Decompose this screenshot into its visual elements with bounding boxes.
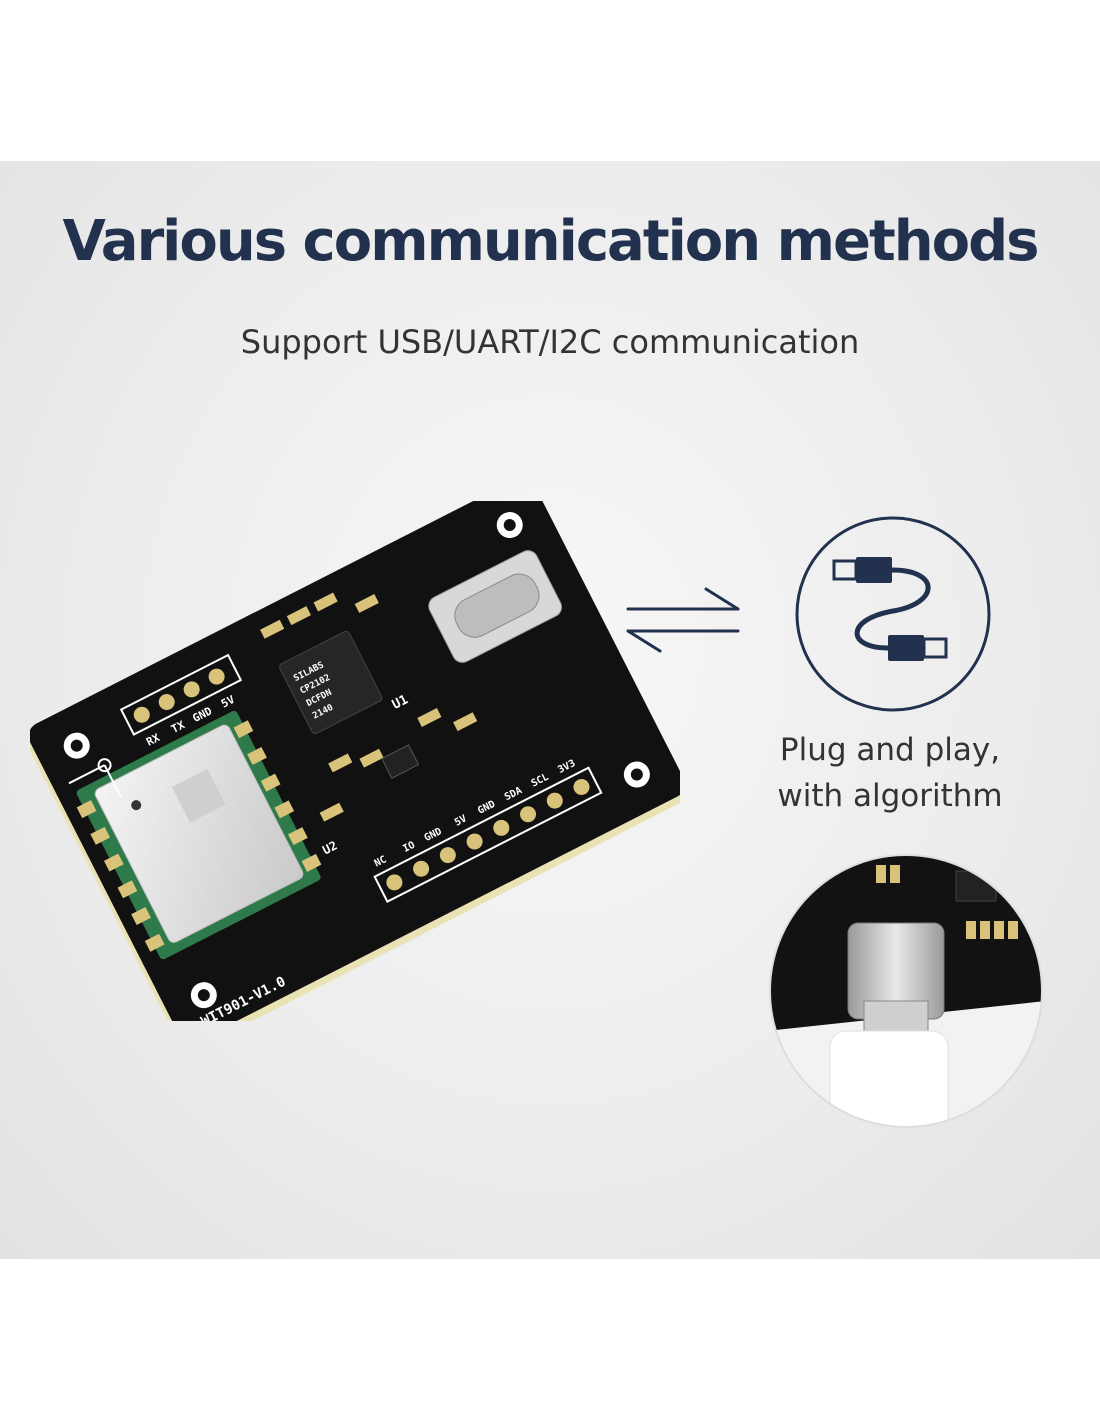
pcb-body (30, 501, 680, 1021)
pin-label: 5V (219, 693, 237, 711)
pcb-board-image: SILABS CP2102 DCFDN 2140 U1 (30, 501, 680, 1021)
usb-cable-icon (795, 516, 991, 712)
smd-components (260, 592, 478, 822)
usb-c-port (454, 573, 540, 638)
chip-ref-label: U1 (390, 692, 411, 713)
module-shield (94, 724, 304, 943)
pin-label: IO (401, 840, 417, 855)
module-dot (131, 800, 142, 811)
pin-label: RX (144, 731, 162, 749)
pin-label: TX (169, 718, 187, 736)
module-ref-label: U2 (320, 838, 339, 857)
feature-caption: Plug and play, with algorithm (760, 727, 1020, 819)
header-bottom-pins (373, 766, 603, 903)
axis-glyph (68, 758, 122, 798)
swap-arrows-icon (626, 587, 740, 653)
module-pads (76, 720, 322, 952)
pin-label: 5V (453, 813, 469, 828)
content-panel: Various communication methods Support US… (0, 161, 1100, 1259)
module-qr (171, 768, 226, 823)
mounting-holes (63, 512, 650, 1009)
caption-line-2: with algorithm (777, 778, 1003, 814)
caption-line-1: Plug and play, (779, 732, 1001, 768)
page-subtitle: Support USB/UART/I2C communication (240, 323, 860, 361)
usb-c-closeup-photo (769, 854, 1043, 1128)
small-ic (381, 744, 420, 779)
header-top-pins (119, 653, 243, 736)
page-title: Various communication methods (62, 209, 1040, 274)
usb-bridge-chip (279, 630, 383, 735)
pin-label: NC (373, 854, 389, 869)
